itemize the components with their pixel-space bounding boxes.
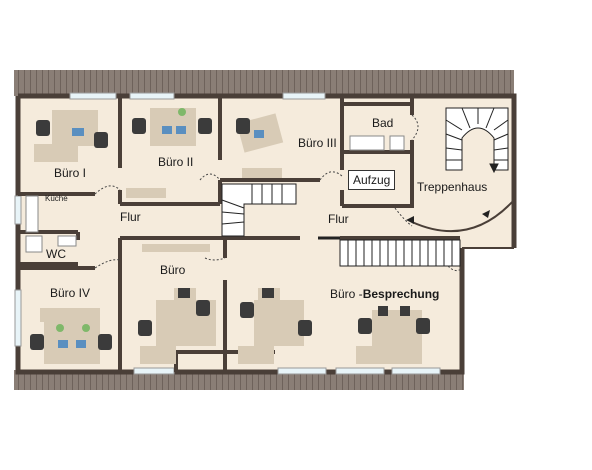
furniture-buero4	[30, 308, 112, 364]
room-label-buero1: Büro I	[54, 166, 87, 180]
room-label-flur-right: Flur	[328, 212, 349, 226]
besprechung-suffix: Besprechung	[362, 287, 440, 301]
roof-bottom	[14, 370, 464, 390]
spiral-stair	[411, 107, 515, 233]
room-label-flur-left: Flur	[120, 210, 141, 224]
kitchen-wc-fixtures	[25, 195, 77, 253]
bad-fixtures	[349, 135, 405, 151]
room-label-aufzug: Aufzug	[348, 170, 396, 190]
doors	[94, 114, 463, 272]
small-stair	[221, 183, 297, 237]
furniture-buero1	[34, 110, 108, 162]
furniture-buero3	[236, 113, 284, 178]
straight-stair	[339, 239, 461, 267]
besprechung-prefix: Büro -	[330, 287, 363, 301]
furniture-buero2	[126, 108, 212, 198]
arrow-marker	[406, 216, 414, 224]
floor-area	[18, 96, 514, 372]
room-label-buero2: Büro II	[158, 155, 194, 169]
room-label-bad: Bad	[372, 116, 394, 130]
roof-top	[14, 70, 514, 96]
room-label-buero: Büro	[160, 263, 186, 277]
room-label-buero4: Büro IV	[50, 286, 91, 300]
arrow-marker-2	[482, 210, 490, 218]
furniture-besprechung	[238, 288, 430, 364]
room-label-treppenhaus: Treppenhaus	[417, 180, 488, 194]
windows	[14, 92, 441, 375]
room-label-kueche: Küche	[45, 194, 68, 203]
furniture-buero	[138, 244, 216, 364]
room-label-buero3: Büro III	[298, 136, 337, 150]
room-label-besprechung: Büro -Besprechung	[330, 287, 439, 301]
room-label-wc: WC	[46, 247, 66, 261]
